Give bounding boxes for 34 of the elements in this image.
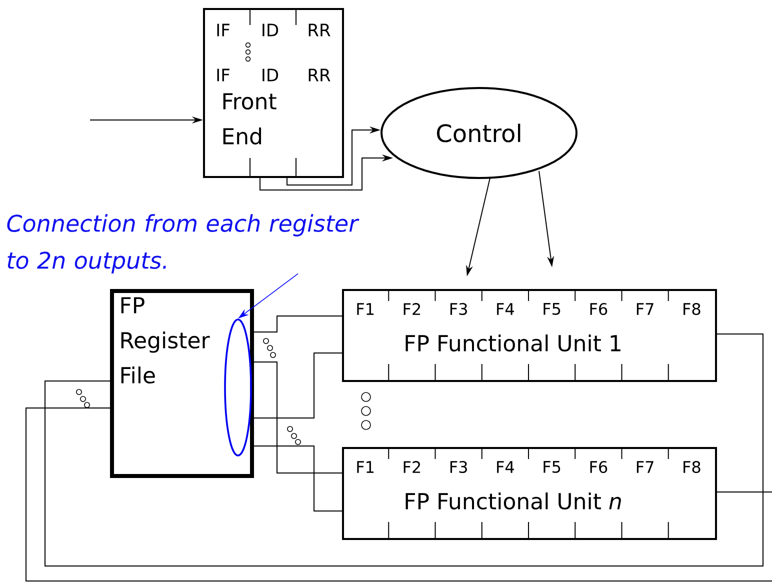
stage-label: F6 [590,460,608,474]
stage-label: IF [217,68,230,82]
stage-label: F8 [684,302,700,316]
stage-label: F7 [636,303,654,315]
stage-label: RR [308,24,330,36]
stage-label: F6 [590,302,608,316]
stage-label: ID [262,24,278,36]
highlight-loop [224,318,252,456]
stage-label: F7 [636,461,654,473]
stage-label: ID [262,68,278,82]
stage-label: F2 [404,303,420,315]
box-title: Front End [223,93,276,145]
stage-label: F5 [544,303,560,315]
stage-label: F2 [404,461,420,473]
connector-line [254,362,342,474]
box-title: FP Functional Unit n [406,492,621,510]
stage-label: F8 [684,460,700,474]
box-title: FP Register File [121,297,210,384]
connector-line [254,446,342,512]
connector-line [26,408,772,582]
connector-line [254,352,342,418]
connector-line [254,316,342,332]
stage-label: F3 [450,460,467,474]
stage-label: F3 [450,302,467,316]
connector-line [44,334,764,566]
stage-label: F4 [497,461,514,473]
stage-label: F4 [497,303,514,315]
stage-label: F1 [357,303,374,315]
stage-label: F5 [544,461,560,473]
stage-label: F1 [357,461,374,473]
stage-label: RR [308,68,330,82]
box-title: FP Functional Unit 1 [406,334,620,352]
annotation-text: Connection from each register to 2n outputs. [7,214,360,274]
stage-label: IF [217,24,230,36]
